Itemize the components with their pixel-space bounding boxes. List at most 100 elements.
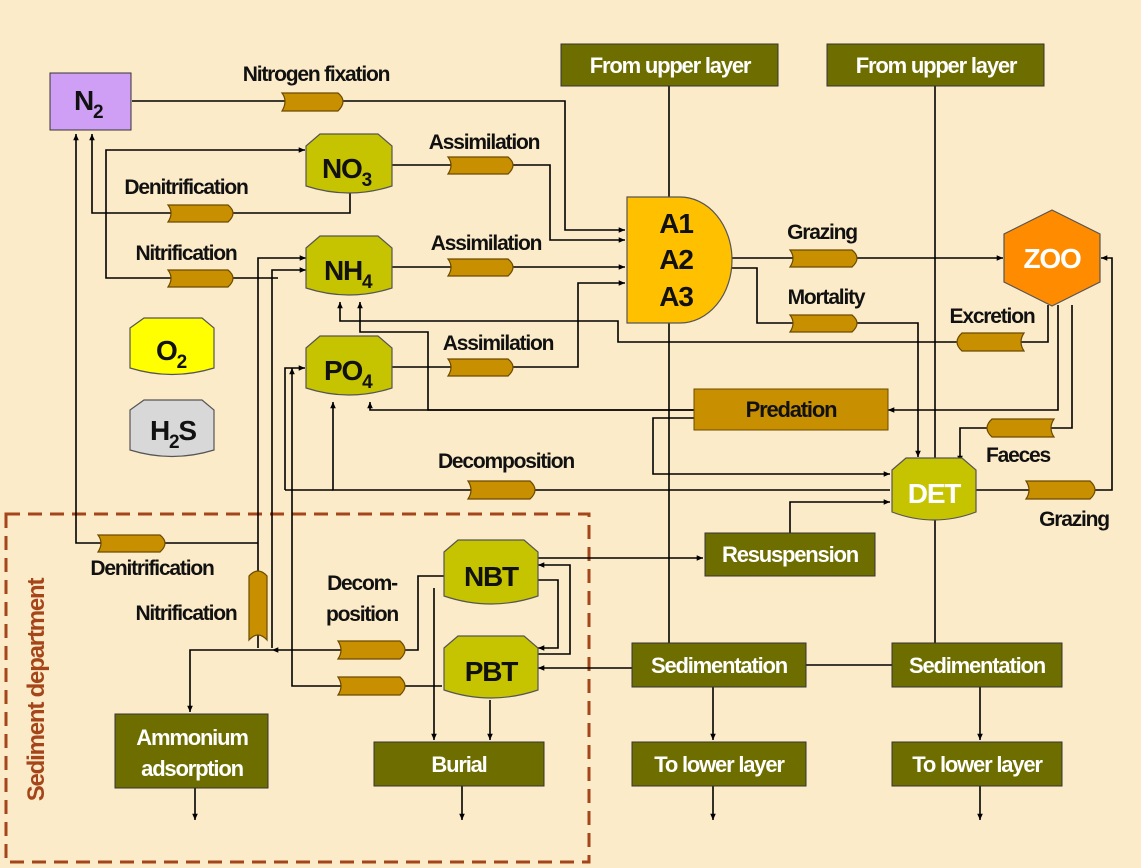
sediment-department-label: Sediment department <box>23 578 50 802</box>
sedimentation-label-1: Sedimentation <box>651 653 788 678</box>
arrow-ammonium-adsorption <box>187 649 272 712</box>
arrow-excretion <box>337 302 1049 343</box>
burial-box <box>373 741 545 787</box>
arrow-predation-to-po4 <box>888 305 1059 413</box>
pipe-sed-decomp-nbt <box>336 640 406 660</box>
arrow-nitrogen-fixation <box>132 100 625 233</box>
phyto-label-a2: A2 <box>659 244 693 275</box>
phyto-label-a1: A1 <box>659 208 693 239</box>
po4-node <box>305 335 393 396</box>
to-lower-layer-box-1 <box>631 741 807 787</box>
sedimentation-label-2: Sedimentation <box>909 653 1046 678</box>
to-lower-layer-label-2: To lower layer <box>912 752 1043 777</box>
arrow-denitrification-sed <box>73 134 258 544</box>
arrow-faeces <box>957 305 1073 462</box>
pbt-label: PBT <box>465 656 518 687</box>
h2s-label: H2S <box>150 415 196 453</box>
label-excretion: Excretion <box>950 305 1035 328</box>
process-labels: Nitrogen fixation Assimilation Assimilat… <box>90 63 1110 626</box>
label-decomposition-sed-2: position <box>326 603 398 626</box>
n2-node <box>49 72 132 131</box>
arrow-pbt-nbt <box>538 562 571 655</box>
no3-node <box>305 133 393 194</box>
arrow-sed-decomp-to-po4 <box>289 368 442 687</box>
label-nitrification-top: Nitrification <box>135 242 236 265</box>
to-lower-layer-label-1: To lower layer <box>654 752 785 777</box>
pipe-grazing-det <box>1024 480 1096 500</box>
label-assimilation-no3: Assimilation <box>429 131 540 154</box>
no3-label: NO3 <box>322 153 372 191</box>
ammonium-adsorption-box <box>114 713 269 789</box>
connector-lines <box>73 86 1113 820</box>
pipe-excretion <box>956 332 1026 352</box>
pipe-denitrification-top <box>166 204 234 223</box>
label-nitrogen-fixation: Nitrogen fixation <box>243 63 390 86</box>
det-label: DET <box>908 478 961 509</box>
predation-label: Predation <box>746 397 837 422</box>
to-lower-layer-box-2 <box>891 741 1063 787</box>
arrow-decomposition-to-po4-left <box>284 365 305 490</box>
burial-label: Burial <box>431 752 486 777</box>
pipe-nitrification-sed <box>248 570 268 642</box>
pipe-nitrification-top <box>166 269 234 288</box>
arrow-nbt-pbt <box>538 579 559 651</box>
arrow-resuspension-det <box>789 499 890 533</box>
zoo-label: ZOO <box>1023 243 1080 274</box>
label-mortality: Mortality <box>788 286 866 309</box>
pipe-sed-decomp-pbt <box>336 676 406 696</box>
o2-node <box>129 317 215 376</box>
pipe-decomposition <box>466 480 536 500</box>
label-faeces: Faeces <box>986 444 1051 467</box>
nh4-node <box>305 235 393 296</box>
label-grazing-det: Grazing <box>1039 508 1109 531</box>
resuspension-box <box>704 532 876 577</box>
o2-label: O2 <box>156 335 187 373</box>
phyto-node <box>626 196 733 324</box>
zoo-node <box>1003 209 1101 307</box>
nh4-label: NH4 <box>324 255 373 293</box>
process-boxes: From upper layer From upper layer Predat… <box>114 43 1063 789</box>
state-nodes: N2 NO3 NH4 PO4 O2 H2S A1 A2 A3 ZOO DET N… <box>49 72 1101 699</box>
label-nitrification-sed: Nitrification <box>135 602 236 625</box>
ammonium-adsorption-label-2: adsorption <box>141 756 243 781</box>
from-upper-layer-label-1: From upper layer <box>590 53 752 78</box>
pipe-mortality <box>788 314 858 333</box>
sedimentation-box-1 <box>631 642 807 688</box>
from-upper-layer-box-2 <box>826 43 1045 87</box>
pipe-assimilation-nh4 <box>446 258 514 277</box>
pipe-grazing-phyto <box>788 249 858 268</box>
predation-box <box>693 388 889 431</box>
process-pipes <box>96 92 1096 696</box>
pbt-node <box>443 635 539 699</box>
n2-label: N2 <box>74 85 103 123</box>
label-decomposition: Decomposition <box>438 450 574 473</box>
from-upper-layer-box-1 <box>560 43 779 87</box>
pipe-denitrification-sed <box>96 534 166 553</box>
arrow-predation-to-det <box>652 417 890 477</box>
arrow-mortality <box>732 267 921 457</box>
arrow-assimilation-no3 <box>392 164 625 243</box>
label-denitrification-top: Denitrification <box>124 176 248 199</box>
pipe-nitrogen-fixation <box>280 92 344 112</box>
arrow-sed-to-nh4-2 <box>271 267 306 648</box>
resuspension-label: Resuspension <box>722 542 859 567</box>
label-denitrification-sed: Denitrification <box>90 557 214 580</box>
label-decomposition-sed-1: Decom- <box>327 572 398 595</box>
from-upper-layer-label-2: From upper layer <box>856 53 1018 78</box>
pipe-faeces <box>986 418 1056 438</box>
sediment-department-border <box>4 512 591 864</box>
label-assimilation-nh4: Assimilation <box>431 232 542 255</box>
det-node <box>891 457 977 521</box>
sedimentation-box-2 <box>891 642 1063 688</box>
pipe-assimilation-no3 <box>446 156 514 175</box>
phyto-label-a3: A3 <box>659 281 693 312</box>
h2s-node <box>129 399 215 458</box>
nbt-node <box>443 539 539 605</box>
label-grazing-phyto: Grazing <box>787 221 857 244</box>
label-assimilation-po4: Assimilation <box>443 332 554 355</box>
arrow-nitrification-sed <box>257 255 306 648</box>
arrow-predation-out-po4 <box>367 402 694 411</box>
nbt-label: NBT <box>464 561 519 592</box>
pipe-assimilation-po4 <box>446 358 514 377</box>
